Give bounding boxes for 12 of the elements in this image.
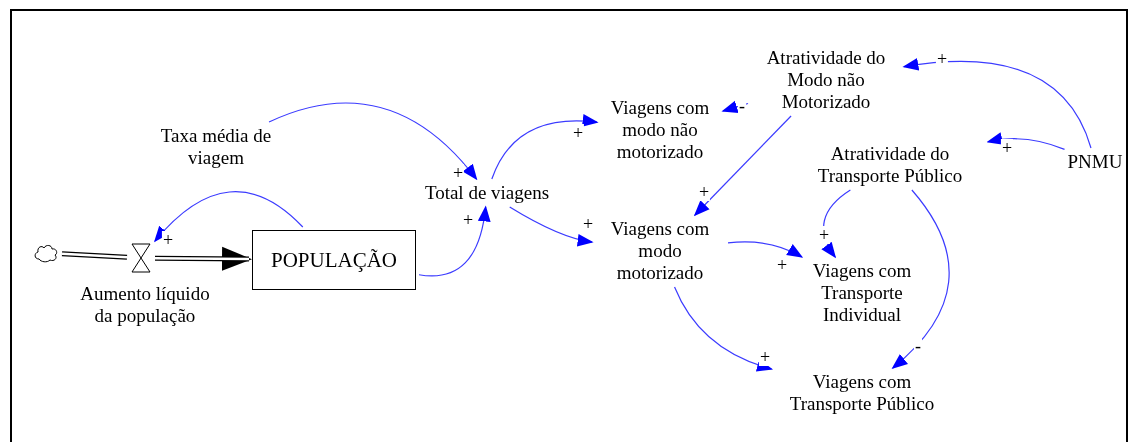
variable-label: Viagens com Transporte Público	[774, 371, 950, 415]
variable-label: Viagens com Transporte Individual	[797, 260, 927, 326]
variable-label: Atratividade do Transporte Público	[795, 143, 985, 187]
variable-label: Atratividade do Modo não Motorizado	[751, 47, 901, 113]
variable-label: Viagens com modo não motorizado	[600, 97, 720, 163]
variable-label: Total de viagens	[424, 182, 550, 204]
variable-label: Taxa média de viagem	[160, 125, 272, 169]
variable-label: Viagens com modo motorizado	[595, 218, 725, 284]
flow-label: Aumento líquido da população	[79, 283, 211, 327]
polarity-sign: +	[817, 226, 831, 244]
stock-box: POPULAÇÃO	[252, 230, 416, 290]
variable-label: PNMU	[1067, 151, 1123, 173]
